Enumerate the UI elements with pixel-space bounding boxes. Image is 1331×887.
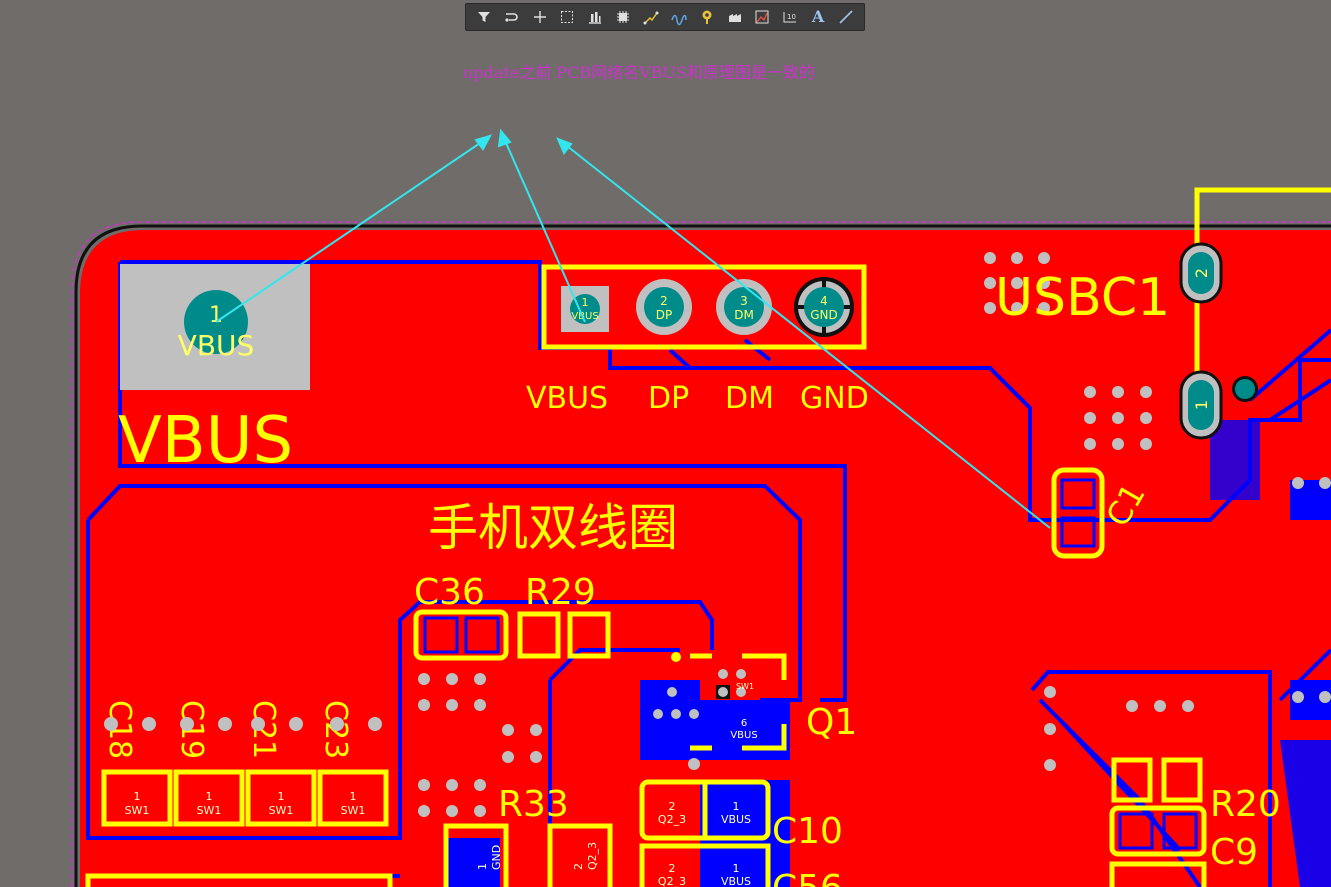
pad-net: DM	[734, 308, 754, 322]
svg-text:10: 10	[787, 13, 796, 21]
silk-label: GND	[800, 381, 869, 416]
pad-number: 2	[660, 294, 668, 308]
via-cluster	[418, 477, 1331, 817]
r20-c9-silk	[1109, 757, 1207, 887]
c10-c56-silk	[639, 779, 771, 887]
r33-silk	[443, 823, 613, 887]
silk-label: VBUS	[526, 381, 608, 416]
usbc-vias	[984, 252, 1152, 450]
designator-c9: C9	[1210, 832, 1258, 873]
pad-net: SW1	[125, 804, 150, 817]
usbc-silk-outline	[1194, 187, 1331, 245]
c1-silk	[1051, 467, 1105, 559]
pad-number: 4	[820, 294, 828, 308]
pad-number: 1	[476, 863, 489, 870]
pad-number: 2	[1192, 268, 1211, 278]
align-icon[interactable]	[584, 6, 606, 28]
pad-number: 6	[741, 718, 747, 729]
designator-q1: Q1	[806, 702, 857, 743]
c1-pad[interactable]	[1060, 516, 1096, 548]
c36-pads	[423, 616, 500, 654]
pad-net: GND	[490, 845, 503, 870]
designator-c19: C19	[174, 700, 209, 759]
silk-label: DP	[648, 381, 689, 416]
pad-number: 1	[1192, 400, 1211, 410]
interactive-route-icon[interactable]	[501, 6, 523, 28]
pad-number: 1	[134, 790, 141, 803]
annotation-arrows[interactable]	[215, 128, 1051, 529]
pad-number: 1	[206, 790, 213, 803]
designator-c10: C10	[772, 811, 843, 852]
pad-net: Q2_3	[586, 842, 599, 870]
designator-r29: R29	[525, 572, 596, 613]
board-outline	[71, 221, 1331, 887]
dimension-icon[interactable]: 10	[779, 6, 801, 28]
silk-vbus-label: VBUS	[118, 404, 293, 478]
c36-r29-silk	[413, 609, 611, 661]
board-edge	[74, 224, 1331, 887]
sw-pads: 1 SW1 1 SW1 1 SW1 1 SW1	[125, 790, 366, 817]
c9-pads	[1118, 812, 1198, 850]
c10-c56-pads: 2 Q2_3 1 VBUS 2 Q2_3 1 VBUS	[658, 800, 751, 887]
pad-net: Q2_3	[658, 813, 686, 826]
pad-net: VBUS	[721, 875, 751, 887]
filter-icon[interactable]	[473, 6, 495, 28]
cap-vias	[104, 717, 382, 731]
pad-number: 1	[733, 800, 740, 813]
pad-net: SW1	[197, 804, 222, 817]
pad-number: 3	[740, 294, 748, 308]
r33-pads: 1 GND 2 Q2_3	[476, 842, 599, 870]
component-icon[interactable]	[612, 6, 634, 28]
q1-footprint: SW1 6 VBUS	[653, 652, 787, 770]
designator-c36: C36	[414, 572, 485, 613]
pad-net: SW1	[341, 804, 366, 817]
pad-number: 1	[733, 862, 740, 875]
designator-r20: R20	[1210, 784, 1281, 825]
designator-usbc1: USBC1	[995, 268, 1170, 328]
fill-icon[interactable]	[724, 6, 746, 28]
pad-number: 1	[582, 296, 589, 309]
pad-number: 2	[669, 862, 676, 875]
multi-route-icon[interactable]	[640, 6, 662, 28]
pad-number: 1	[278, 790, 285, 803]
pad-net: VBUS	[721, 813, 751, 826]
differential-pair-icon[interactable]	[668, 6, 690, 28]
pad-number: 1	[350, 790, 357, 803]
select-rect-icon[interactable]	[556, 6, 578, 28]
pad-number: 2	[669, 800, 676, 813]
crosshair-icon[interactable]	[529, 6, 551, 28]
text-icon[interactable]: A	[811, 7, 825, 26]
c1-pad[interactable]	[1060, 478, 1096, 510]
pad-net: SW1	[736, 682, 754, 691]
connector-outline	[541, 264, 867, 350]
designator-c21: C21	[246, 700, 281, 759]
pad-net: VBUS	[730, 730, 757, 741]
line-icon[interactable]	[835, 6, 857, 28]
pad-net: Q2_3	[658, 875, 686, 887]
annotation-note[interactable]: update之前 PCB网络名VBUS和原理图是一致的	[463, 63, 815, 82]
pad-net: SW1	[269, 804, 294, 817]
designator-r33: R33	[498, 784, 569, 825]
connector-silk-labels: VBUS DP DM GND	[526, 381, 869, 416]
silk-label: DM	[725, 381, 774, 416]
pad-net: VBUS	[571, 311, 598, 322]
pad-net: DP	[656, 308, 672, 322]
sw-pad-silk	[85, 769, 393, 887]
big-pad-net: VBUS	[178, 329, 255, 362]
connector-pads: 1 VBUS 2 DP 3 DM 4 GND	[561, 277, 854, 337]
designator-c56: C56	[772, 868, 843, 887]
big-pad-number: 1	[209, 303, 223, 328]
polygon-pour-icon[interactable]	[751, 6, 773, 28]
pcb-active-bar: 10 A	[465, 3, 865, 31]
via-icon[interactable]	[696, 6, 718, 28]
pad-net: GND	[810, 308, 838, 322]
silk-title: 手机双线圈	[428, 499, 678, 557]
pad-number: 2	[572, 863, 585, 870]
